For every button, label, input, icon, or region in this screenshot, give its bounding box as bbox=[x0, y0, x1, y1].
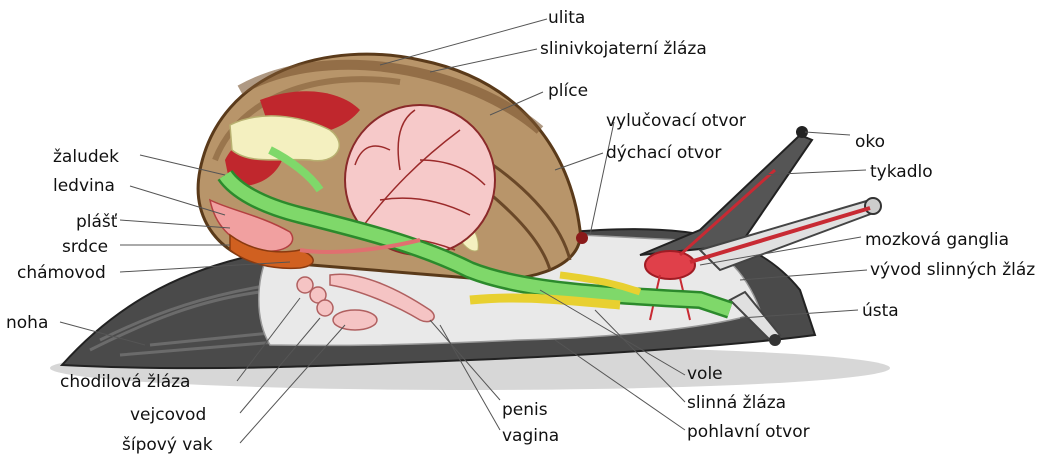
label-vylucovaci-otvor: vylučovací otvor bbox=[606, 111, 746, 131]
label-dychaci-otvor: dýchací otvor bbox=[606, 143, 721, 163]
label-plast: plášť bbox=[76, 212, 117, 232]
label-noha: noha bbox=[6, 313, 48, 333]
label-vejcovod: vejcovod bbox=[130, 405, 206, 425]
label-oko: oko bbox=[855, 132, 885, 152]
label-vole: vole bbox=[687, 364, 723, 384]
label-vagina: vagina bbox=[502, 426, 559, 446]
cerebral-ganglion bbox=[645, 251, 695, 279]
label-penis: penis bbox=[502, 400, 548, 420]
label-ledvina: ledvina bbox=[53, 176, 115, 196]
label-chodilova-zlaza: chodilová žláza bbox=[60, 372, 190, 392]
label-plice: plíce bbox=[548, 81, 588, 101]
label-vyvod-slinnych-zlaz: vývod slinných žláz bbox=[870, 260, 1035, 280]
label-tykadlo: tykadlo bbox=[870, 162, 933, 182]
label-chamovod: chámovod bbox=[17, 263, 106, 283]
small-tentacle-tip bbox=[769, 334, 781, 346]
breathing-pore bbox=[576, 232, 588, 244]
tentacle-tip bbox=[865, 198, 881, 214]
label-usta: ústa bbox=[862, 301, 899, 321]
label-sipovy-vak: šípový vak bbox=[122, 435, 213, 455]
label-srdce: srdce bbox=[62, 237, 108, 257]
label-ulita: ulita bbox=[548, 8, 585, 28]
label-pohlavni-otvor: pohlavní otvor bbox=[687, 422, 810, 442]
label-slinna-zlaza: slinná žláza bbox=[687, 393, 786, 413]
label-zaludek: žaludek bbox=[53, 147, 119, 167]
label-mozkova-ganglia: mozková ganglia bbox=[865, 230, 1009, 250]
label-slinivkojaterni-zlaza: slinivkojaterní žláza bbox=[540, 39, 707, 59]
